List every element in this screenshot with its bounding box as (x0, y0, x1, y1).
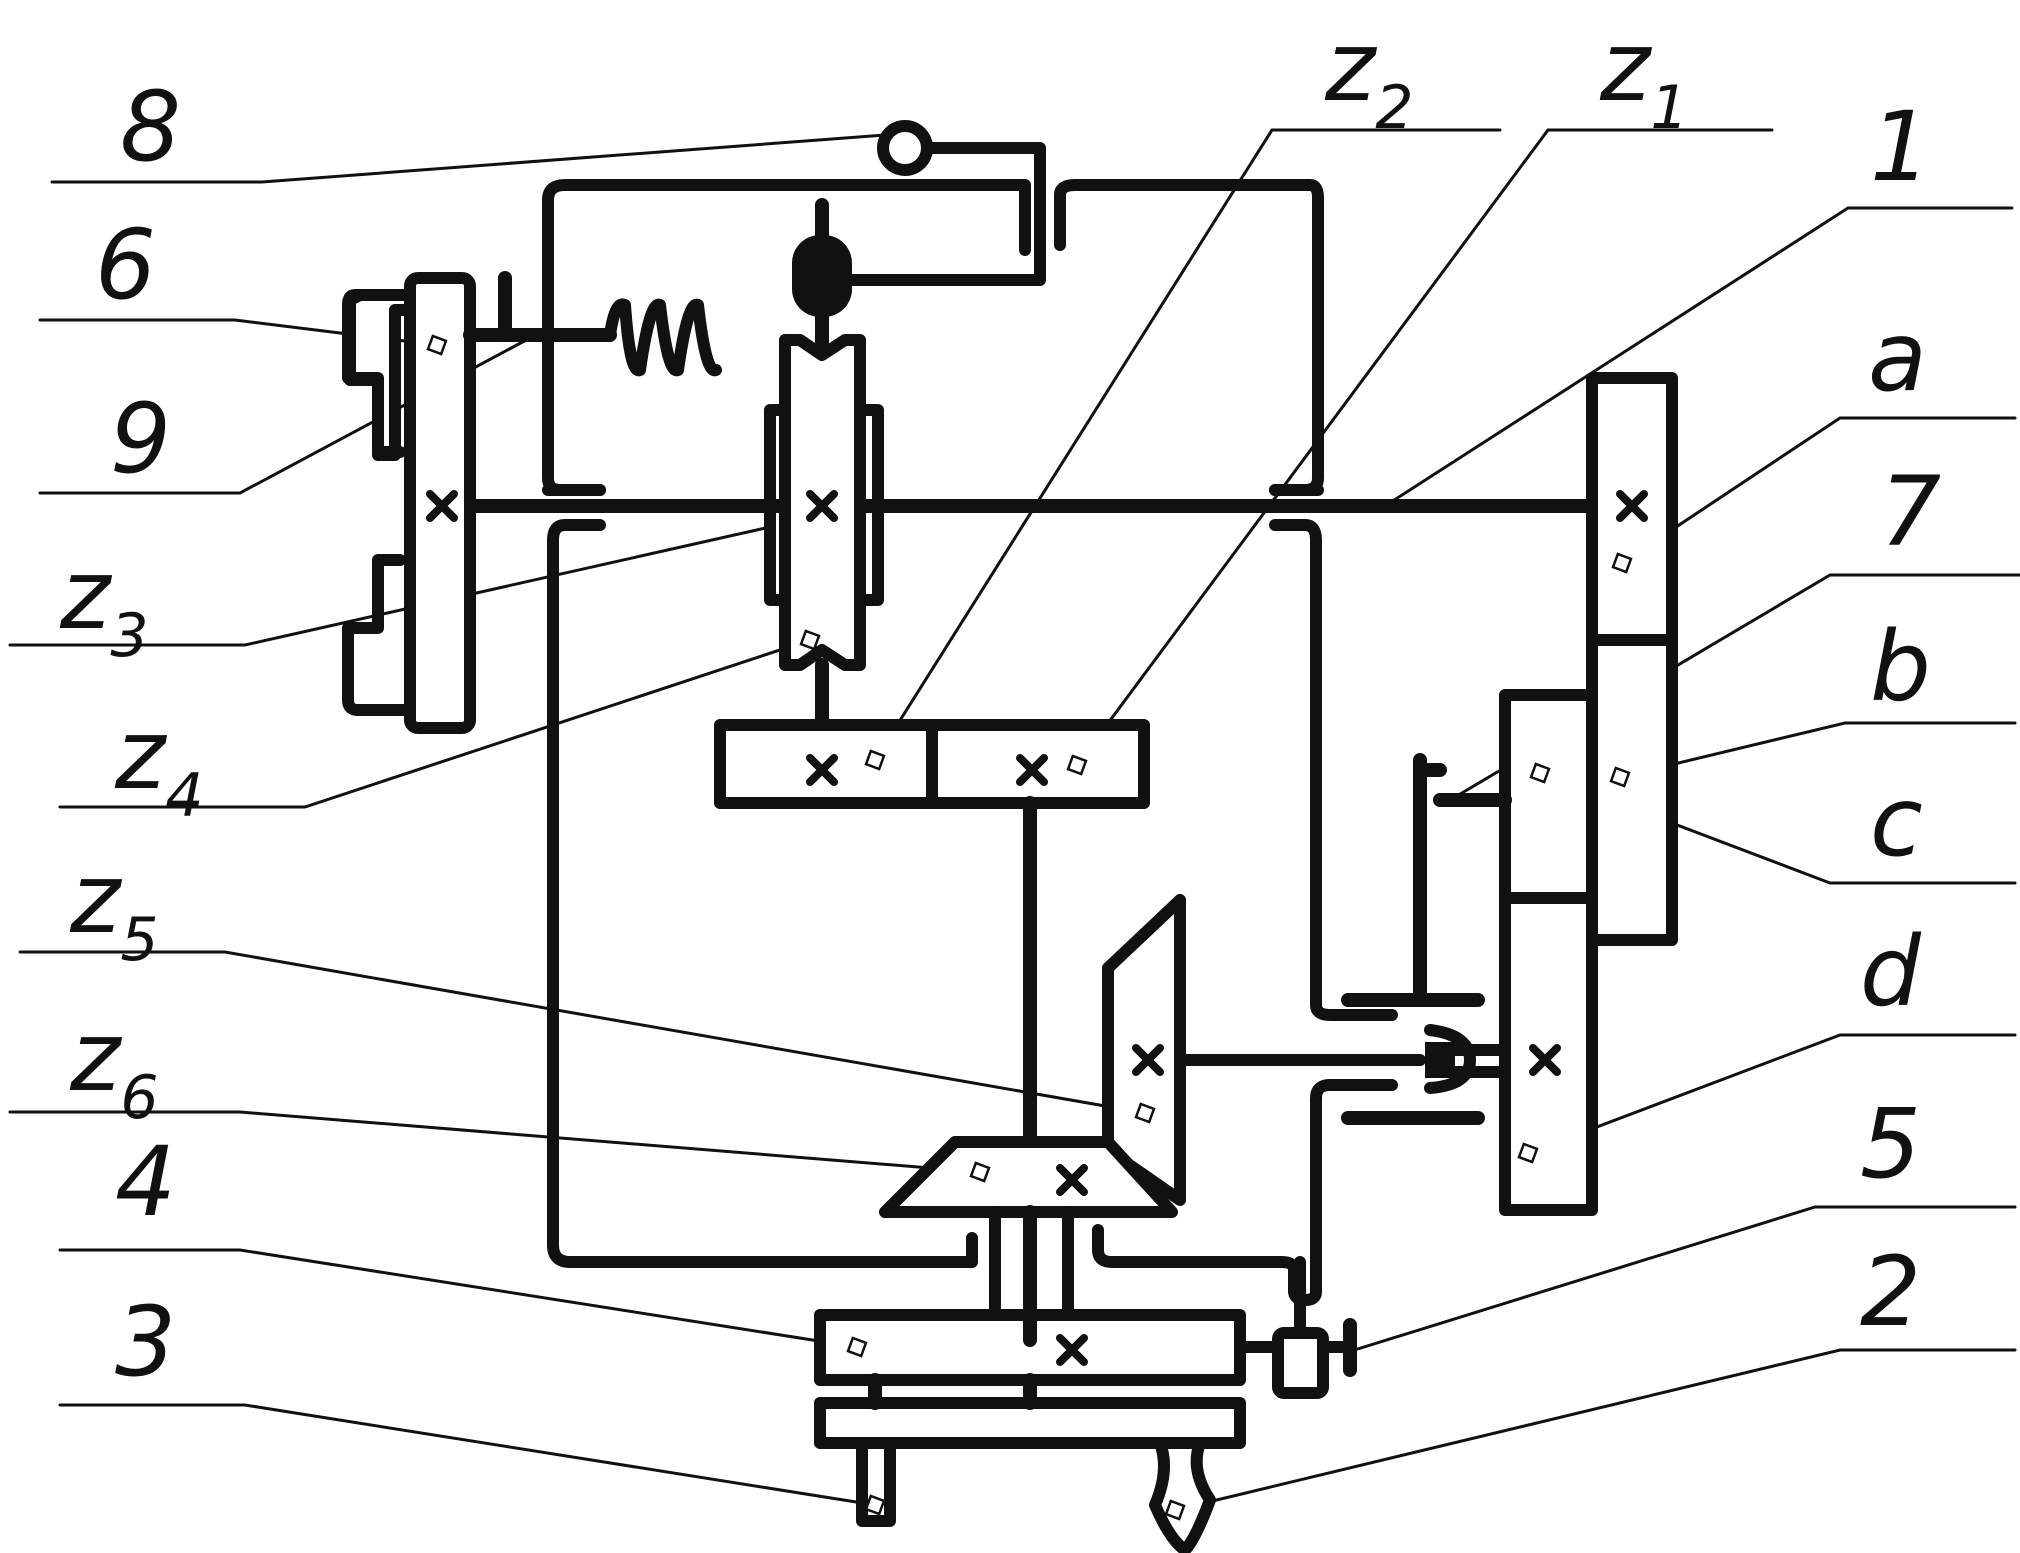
tip-6 (426, 334, 448, 356)
leader-b (1618, 721, 2017, 779)
leader-3 (58, 1403, 877, 1507)
label-z3: z3 (59, 539, 149, 671)
label-z6: z6 (69, 1001, 159, 1133)
cross-mark-6 (426, 490, 458, 522)
label-a: a (1868, 301, 1927, 413)
gears-z2-z1 (714, 719, 1150, 1182)
label-8: 8 (120, 71, 181, 183)
housing-top-right (1054, 179, 1324, 496)
label-z5: z5 (69, 843, 159, 975)
leader-4 (58, 1248, 859, 1349)
tip-z1 (1066, 754, 1088, 776)
coupling-key (1425, 1042, 1455, 1078)
leader-d (1526, 1033, 2017, 1155)
label-5: 5 (1860, 1088, 1921, 1200)
part-8 (792, 120, 1046, 357)
label-1: 1 (1870, 91, 1931, 203)
tip-2 (1164, 1499, 1186, 1521)
label-z4: z4 (114, 699, 204, 831)
gear-z6 (879, 1136, 1178, 1218)
labels: 8 6 9 z3 z4 z5 z6 4 3 z2 z1 1 a 7 b c d … (59, 11, 1941, 1398)
bracket-8 (844, 142, 1046, 286)
label-z1: z1 (1599, 11, 1689, 143)
leader-a (1620, 416, 2017, 565)
label-3: 3 (115, 1286, 176, 1398)
tip-3 (864, 1494, 886, 1516)
tip-b (1609, 766, 1631, 788)
tip-z4 (799, 629, 821, 651)
housing-right-lower (1269, 519, 1398, 1021)
cross-mark-z5 (1132, 1044, 1164, 1076)
cross-mark-4 (1056, 1334, 1088, 1366)
label-6: 6 (95, 209, 156, 321)
leader-tips (426, 334, 1633, 1521)
leader-8 (50, 133, 887, 184)
gear-b (1586, 634, 1678, 946)
claw-2 (1149, 1437, 1216, 1553)
leader-2 (1173, 1348, 2017, 1512)
cross-mark-a (1616, 490, 1648, 522)
cross-mark-z4 (806, 490, 838, 522)
label-z2: z2 (1324, 11, 1414, 143)
part-5-box (1272, 1327, 1329, 1399)
leader-1 (1383, 206, 2014, 508)
label-2: 2 (1860, 1236, 1921, 1348)
tip-z2 (864, 749, 886, 771)
tip-c (1529, 762, 1551, 784)
leader-z4 (58, 638, 812, 809)
leader-z6 (8, 1110, 982, 1174)
gear-c (1499, 689, 1598, 904)
axis-marks (426, 490, 1648, 1366)
tip-d (1517, 1142, 1539, 1164)
cross-mark-d (1529, 1044, 1561, 1076)
gear-z2 (714, 719, 938, 809)
tip-z5 (1134, 1102, 1156, 1124)
label-9: 9 (110, 383, 171, 495)
tip-a (1611, 552, 1633, 574)
cross-mark-z6 (1056, 1164, 1088, 1196)
gear-z3-z4 (764, 334, 884, 727)
leader-z3 (8, 525, 772, 647)
lower-assembly (814, 1256, 1357, 1553)
leader-lines (8, 128, 2020, 1512)
spring-9 (553, 298, 722, 377)
tip-z6 (969, 1161, 991, 1183)
housing-left-lower (547, 519, 978, 1268)
cross-mark-z2 (806, 754, 838, 786)
label-b: b (1870, 611, 1931, 723)
gear-a (1586, 372, 1678, 646)
cross-mark-z1 (1016, 754, 1048, 786)
label-7: 7 (1880, 456, 1941, 568)
spring-9-coils (604, 298, 722, 377)
ring-8 (877, 120, 933, 176)
label-4: 4 (115, 1126, 176, 1238)
leader-z5 (18, 950, 1147, 1115)
leader-z1 (1075, 128, 1774, 767)
label-d: d (1860, 916, 1922, 1028)
leader-5 (1346, 1205, 2017, 1354)
disk-6-profile (342, 289, 416, 716)
label-c: c (1870, 766, 1923, 878)
tip-4 (846, 1336, 868, 1358)
gear-z5 (1102, 894, 1186, 1206)
leader-z2 (873, 128, 1502, 762)
